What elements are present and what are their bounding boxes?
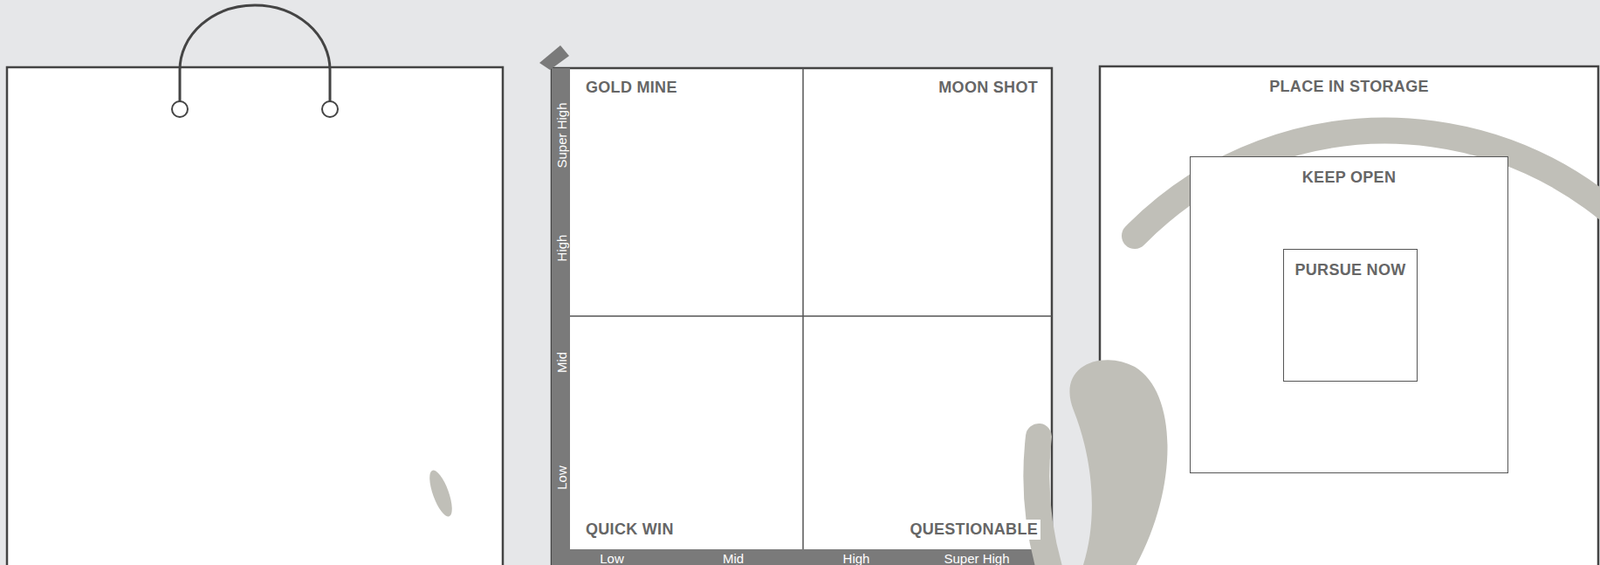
quadrant-divider: [802, 68, 804, 550]
quadrant-cell: GOLD MINE: [570, 68, 803, 316]
quadrant-cell: MOON SHOT: [803, 68, 1051, 316]
region-box: KEEP OPEN PURSUE NOW: [1189, 156, 1509, 474]
quadrant-divider: [569, 315, 1052, 317]
axis-label: Mid: [554, 351, 570, 373]
region-box: PLACE IN STORAGE KEEP OPEN PURSUE NOW: [1099, 66, 1599, 565]
quadrant-title: MOON SHOT: [935, 77, 1041, 98]
chart-frame: [551, 68, 1052, 565]
quadrant-cell: QUICK WIN: [570, 316, 803, 549]
brush-blob: [1069, 359, 1168, 565]
quadrant-title: QUICK WIN: [583, 519, 677, 540]
axis-label: Low: [599, 550, 625, 565]
axis-label: Super High: [554, 102, 570, 168]
axis-label: High: [554, 234, 570, 262]
handle-ring: [171, 101, 188, 117]
bag-body: [6, 67, 503, 565]
region-box: PURSUE NOW: [1283, 248, 1418, 382]
axis-label: Mid: [722, 550, 744, 565]
axis-arrow: [539, 45, 570, 70]
bag-handle: [179, 5, 330, 102]
quadrant-title: QUESTIONABLE: [906, 519, 1041, 540]
brush-splash: [425, 467, 457, 520]
region-title: PLACE IN STORAGE: [1266, 76, 1432, 97]
axis-label: High: [843, 550, 871, 565]
axis-label: Super High: [943, 550, 1010, 565]
handle-ring: [322, 101, 338, 117]
region-title: KEEP OPEN: [1299, 167, 1399, 188]
quadrant-title: GOLD MINE: [583, 77, 680, 98]
region-title: PURSUE NOW: [1291, 260, 1408, 281]
quadrant-cell: QUESTIONABLE: [803, 316, 1051, 549]
y-axis-bar: [551, 68, 570, 565]
brush-ring: [1036, 130, 1600, 565]
axis-label: Low: [554, 465, 570, 490]
x-axis-bar: [551, 549, 1052, 565]
